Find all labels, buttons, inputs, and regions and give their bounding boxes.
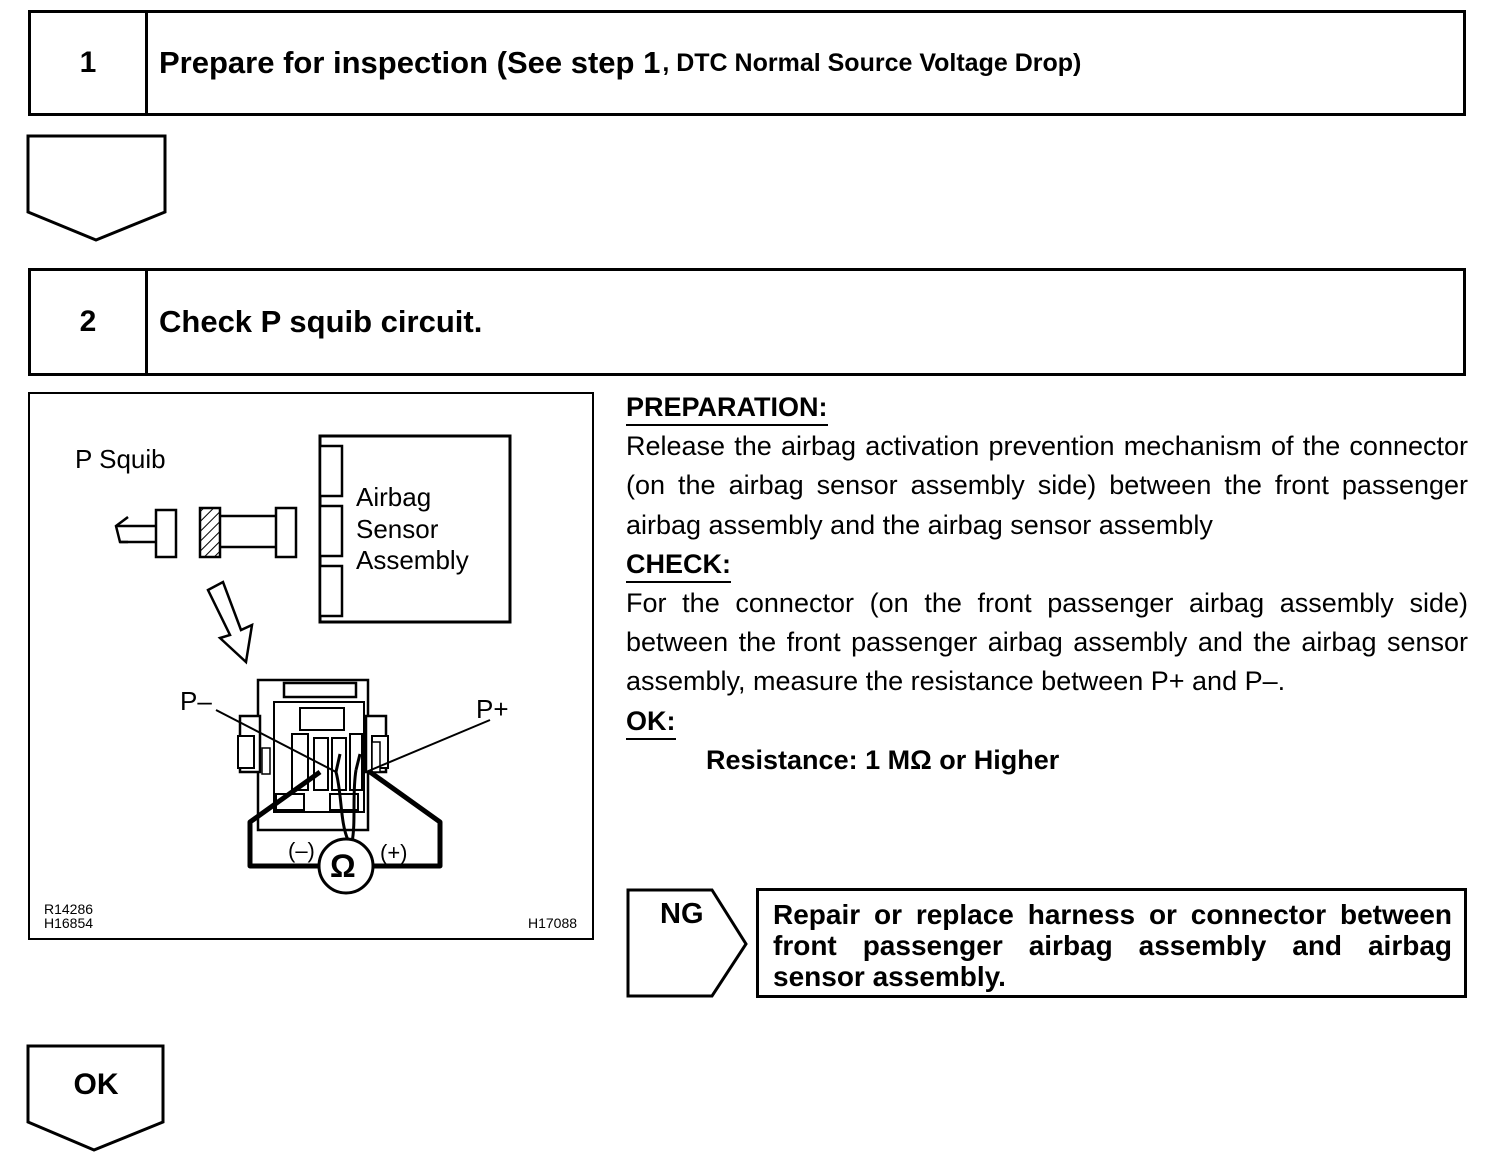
figure-code-3: H17088 (528, 915, 578, 931)
sensor-label-line-1: Airbag (356, 482, 432, 512)
p-squib-label: P Squib (75, 444, 166, 474)
inspection-instructions: PREPARATION: Release the airbag activati… (626, 388, 1468, 780)
figure-code-1: R14286 (44, 901, 94, 917)
step-title-main: Prepare for inspection (See step 1 (159, 45, 661, 80)
connector-illustration (114, 434, 512, 895)
down-arrow-icon (26, 134, 167, 242)
ok-branch-arrow: OK (26, 1044, 166, 1154)
connector-diagram: P Squib Airbag Sensor Assembly P– P+ (–)… (28, 392, 594, 940)
ng-result-box: Repair or replace harness or connector b… (756, 888, 1467, 998)
ng-label: NG (660, 898, 704, 930)
check-heading: CHECK: (626, 548, 731, 583)
down-arrow-icon (26, 1044, 165, 1152)
preparation-text: Release the airbag activation prevention… (626, 431, 1468, 540)
sensor-label-line-3: Assembly (356, 545, 469, 575)
ok-heading: OK: (626, 705, 676, 740)
ok-label: OK (73, 1068, 119, 1101)
step-2-box: 2 Check P squib circuit. (28, 268, 1466, 376)
p-plus-label: P+ (476, 694, 509, 724)
plus-lead-label: (+) (380, 840, 408, 865)
step-title: Check P squib circuit. (159, 271, 1453, 373)
ng-branch-arrow: NG (626, 888, 750, 1005)
flow-arrow-down (26, 134, 168, 244)
sensor-label-line-2: Sensor (356, 514, 439, 544)
step-title-reference: , DTC Normal Source Voltage Drop) (662, 48, 1082, 77)
p-minus-label: P– (180, 686, 212, 716)
step-title-main: Check P squib circuit. (159, 304, 483, 339)
step-number: 2 (31, 271, 148, 373)
step-1-box: 1 Prepare for inspection (See step 1 , D… (28, 10, 1466, 116)
figure-code-2: H16854 (44, 915, 94, 931)
ok-specification: Resistance: 1 MΩ or Higher (706, 744, 1060, 775)
step-title: Prepare for inspection (See step 1 , DTC… (159, 13, 1453, 113)
minus-lead-label: (–) (288, 838, 315, 863)
check-text: For the connector (on the front passenge… (626, 588, 1468, 697)
right-arrow-icon (626, 888, 748, 998)
step-number: 1 (31, 13, 148, 113)
ohmmeter-icon: Ω (330, 848, 356, 884)
preparation-heading: PREPARATION: (626, 391, 828, 426)
